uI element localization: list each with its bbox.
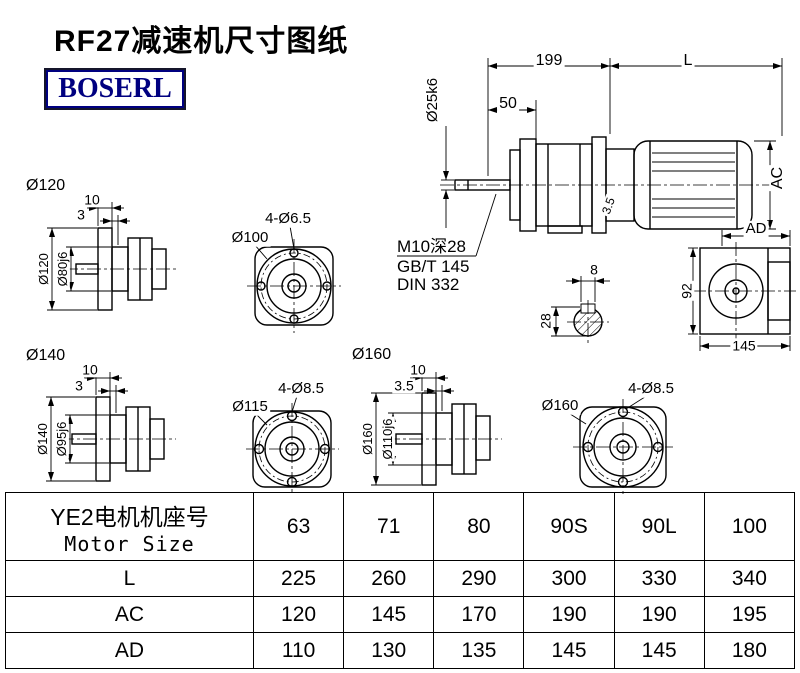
- main-assembly-view: [397, 58, 783, 257]
- table-cell: 190: [523, 596, 615, 633]
- dim-gear-length-label: 199: [533, 52, 565, 70]
- motor-dimension-table: YE2电机机座号 Motor Size 63 71 80 90S 90L 100…: [5, 492, 796, 669]
- brand-logo-text: BOSERL: [58, 73, 172, 104]
- table-cell: 130: [343, 632, 435, 669]
- flange140-title: Ø140: [26, 347, 66, 364]
- table-cell: 300: [523, 560, 615, 597]
- table-cell: 135: [433, 632, 525, 669]
- standard-note-din: DIN 332: [397, 275, 460, 294]
- row-label-ac: AC: [5, 596, 254, 633]
- brand-logo: BOSERL: [46, 70, 184, 108]
- motor-size-header-cell: YE2电机机座号 Motor Size: [5, 492, 254, 561]
- table-cell: 195: [703, 596, 796, 633]
- table-cell: 260: [343, 560, 435, 597]
- table-cell: 120: [252, 596, 345, 633]
- table-cell: 145: [343, 596, 435, 633]
- technical-drawings: [46, 58, 796, 494]
- key-width-label: 8: [588, 261, 600, 278]
- flange160-spigot-dia-label: Ø110j6: [379, 416, 396, 462]
- table-cell: 145: [613, 632, 705, 669]
- row-label-l: L: [5, 560, 254, 597]
- face115-holes-label: 4-Ø8.5: [276, 379, 326, 398]
- face160-bolt-circle-label: Ø160: [539, 396, 581, 415]
- output-side-view: [688, 230, 796, 351]
- page-title: RF27减速机尺寸图纸: [54, 25, 349, 58]
- table-cell: 225: [252, 560, 345, 597]
- table-cell: 170: [433, 596, 525, 633]
- face-100-view: [247, 225, 341, 333]
- flange120-od-label: Ø120: [35, 251, 52, 287]
- flange-140-view: [46, 372, 176, 482]
- flange140-thickness-label: 10: [80, 361, 100, 378]
- table-row-ad: AD 110 130 135 145 145 180: [5, 632, 796, 669]
- flange160-thickness-label: 10: [408, 361, 428, 378]
- face-115-view: [246, 395, 339, 494]
- flange160-od-label: Ø160: [359, 421, 376, 457]
- table-row-l: L 225 260 290 300 330 340: [5, 560, 796, 597]
- motor-size-col-71: 71: [343, 492, 435, 561]
- motor-size-col-90l: 90L: [613, 492, 705, 561]
- flange120-thickness-label: 10: [82, 191, 102, 208]
- table-cell: 180: [703, 632, 796, 669]
- face100-bolt-circle-label: Ø100: [229, 228, 271, 247]
- table-cell: 145: [523, 632, 615, 669]
- table-cell: 190: [613, 596, 705, 633]
- face115-bolt-circle-label: Ø115: [230, 397, 270, 416]
- table-cell: 330: [613, 560, 705, 597]
- table-cell: 340: [703, 560, 796, 597]
- face-160-view: [566, 394, 673, 494]
- side-height-label: 92: [678, 281, 695, 301]
- standard-note-gbt: GB/T 145: [397, 257, 470, 276]
- table-header-row: YE2电机机座号 Motor Size 63 71 80 90S 90L 100: [5, 492, 796, 561]
- motor-size-header-en: Motor Size: [64, 531, 195, 556]
- key-cross-section: [551, 276, 610, 344]
- dim-motor-height-label: AC: [769, 164, 787, 192]
- row-label-ad: AD: [5, 632, 254, 669]
- side-ad-label: AD: [743, 219, 769, 238]
- motor-size-col-90s: 90S: [523, 492, 615, 561]
- flange120-title: Ø120: [26, 177, 66, 194]
- motor-size-col-63: 63: [252, 492, 345, 561]
- face160-holes-label: 4-Ø8.5: [626, 379, 676, 398]
- dim-motor-length-label: L: [681, 52, 695, 70]
- flange160-title: Ø160: [352, 346, 392, 363]
- motor-size-col-100: 100: [703, 492, 796, 561]
- face100-holes-label: 4-Ø6.5: [263, 209, 313, 228]
- motor-size-col-80: 80: [433, 492, 525, 561]
- dim-shaft-dia-label: Ø25k6: [423, 75, 442, 125]
- table-row-ac: AC 120 145 170 190 190 195: [5, 596, 796, 633]
- flange160-spigot-depth-label: 3.5: [392, 377, 416, 394]
- flange-120-view: [47, 202, 176, 311]
- flange140-od-label: Ø140: [34, 421, 51, 457]
- dim-shaft-length-label: 50: [497, 95, 519, 113]
- flange140-spigot-depth-label: 3: [73, 377, 85, 394]
- table-cell: 290: [433, 560, 525, 597]
- motor-size-header-cn: YE2电机机座号: [50, 503, 209, 530]
- thread-note: M10深28: [397, 237, 466, 256]
- flange120-spigot-dia-label: Ø80j6: [54, 249, 71, 289]
- flange120-spigot-depth-label: 3: [75, 206, 87, 223]
- flange140-spigot-dia-label: Ø95j6: [53, 419, 70, 459]
- table-cell: 110: [252, 632, 345, 669]
- side-width-label: 145: [730, 337, 758, 354]
- key-across-label: 28: [537, 311, 554, 331]
